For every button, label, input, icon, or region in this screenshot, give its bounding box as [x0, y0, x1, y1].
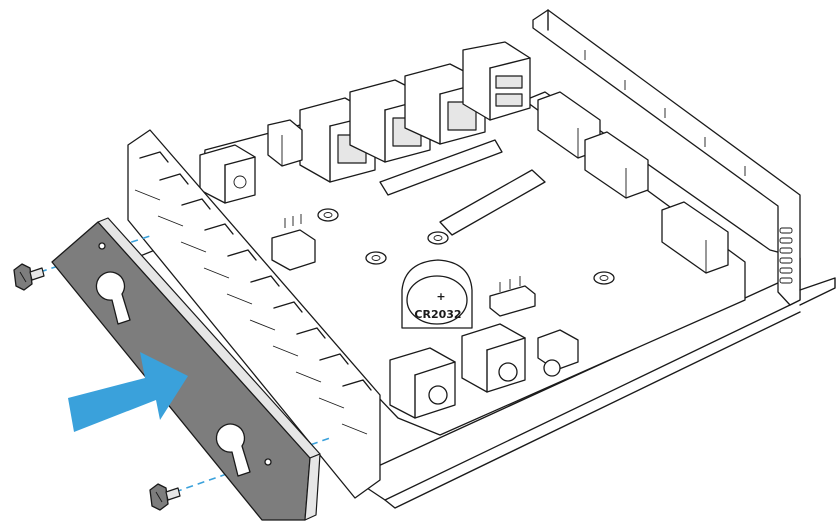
expansion-slot-3: [661, 201, 729, 274]
wall-vent-slots: [779, 227, 793, 284]
front-jack-3: [537, 329, 579, 377]
ribbon-strip-2: [439, 169, 546, 236]
wall-ribs: [584, 50, 746, 176]
insert-direction-arrow: [68, 352, 188, 432]
power-jack: [199, 144, 256, 204]
header-connector: [267, 119, 303, 167]
chassis-right-wall: [532, 9, 836, 306]
bracket-hole-lower: [264, 458, 272, 466]
standoffs: [317, 208, 615, 285]
bracket-hole-upper: [98, 242, 106, 250]
front-jack-1: [389, 347, 456, 419]
screw-lower: [149, 483, 181, 511]
battery-polarity-mark: +: [436, 290, 445, 303]
keyhole-slot-lower: [215, 423, 251, 477]
front-vent-panel: [127, 129, 381, 499]
cmos-battery: + CR2032: [401, 259, 473, 329]
mounting-bracket: [51, 217, 321, 521]
fan-header: [271, 214, 316, 271]
vent-fins: [134, 151, 372, 435]
keyhole-slot-upper: [95, 271, 131, 325]
usb-port-stack: [462, 41, 531, 121]
expansion-slot-2: [584, 131, 649, 199]
pin-header-small: [489, 276, 536, 317]
battery-label: CR2032: [414, 308, 461, 321]
screw-upper: [13, 263, 45, 291]
ribbon-strip-1: [379, 139, 503, 196]
front-jack-2: [461, 323, 526, 393]
